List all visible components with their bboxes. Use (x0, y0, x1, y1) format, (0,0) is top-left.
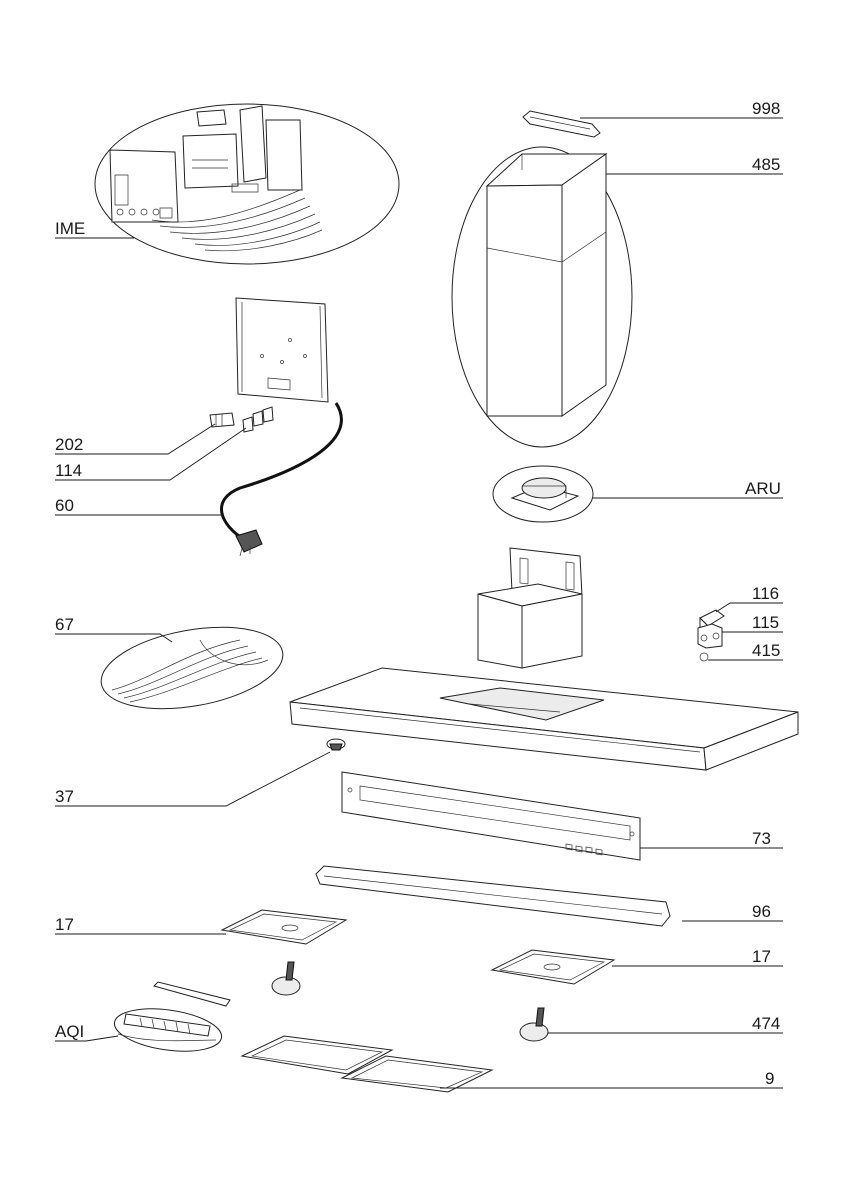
leader-37 (55, 752, 330, 806)
part-60-power-cord (221, 403, 341, 556)
label-116: 116 (752, 584, 779, 603)
label-474: 474 (752, 1014, 780, 1033)
label-96: 96 (752, 902, 771, 921)
label-9: 9 (765, 1069, 774, 1088)
motor-knob-left (272, 962, 300, 995)
label-17a: 17 (55, 915, 74, 934)
part-67-wiring-harness (95, 615, 289, 722)
part-aru-damper (493, 466, 593, 522)
part-474-motor-knob (520, 1008, 548, 1041)
ime-electronics-group (95, 104, 399, 264)
label-aqi: AQI (55, 1022, 84, 1041)
part-37-lamp (327, 739, 345, 750)
label-485: 485 (752, 155, 780, 174)
label-415: 415 (752, 641, 780, 660)
part-998-bracket (523, 111, 600, 137)
part-114-cable-clamps (243, 407, 273, 432)
motor-housing (478, 548, 582, 668)
label-60: 60 (55, 496, 74, 515)
label-37: 37 (55, 787, 74, 806)
part-aqi-led-strip (112, 982, 230, 1057)
label-202: 202 (55, 435, 83, 454)
part-73-front-panel (342, 772, 640, 860)
part-415-ring (700, 653, 708, 661)
leader-116 (716, 603, 783, 612)
label-115: 115 (752, 613, 779, 632)
label-ime: IME (55, 219, 85, 238)
part-485-chimney (452, 147, 632, 447)
part-115-switch (698, 624, 722, 648)
label-73: 73 (752, 829, 771, 848)
main-hood-body (290, 668, 798, 770)
part-17-left-plate (222, 910, 346, 944)
part-96-filter-frame (316, 866, 670, 926)
label-67: 67 (55, 615, 74, 634)
part-17-right-plate (492, 950, 614, 984)
label-17b: 17 (752, 947, 771, 966)
label-114: 114 (55, 461, 82, 480)
part-9-grease-filters (242, 1036, 492, 1092)
back-plate (236, 298, 328, 402)
label-998: 998 (752, 99, 780, 118)
label-aru: ARU (745, 479, 781, 498)
